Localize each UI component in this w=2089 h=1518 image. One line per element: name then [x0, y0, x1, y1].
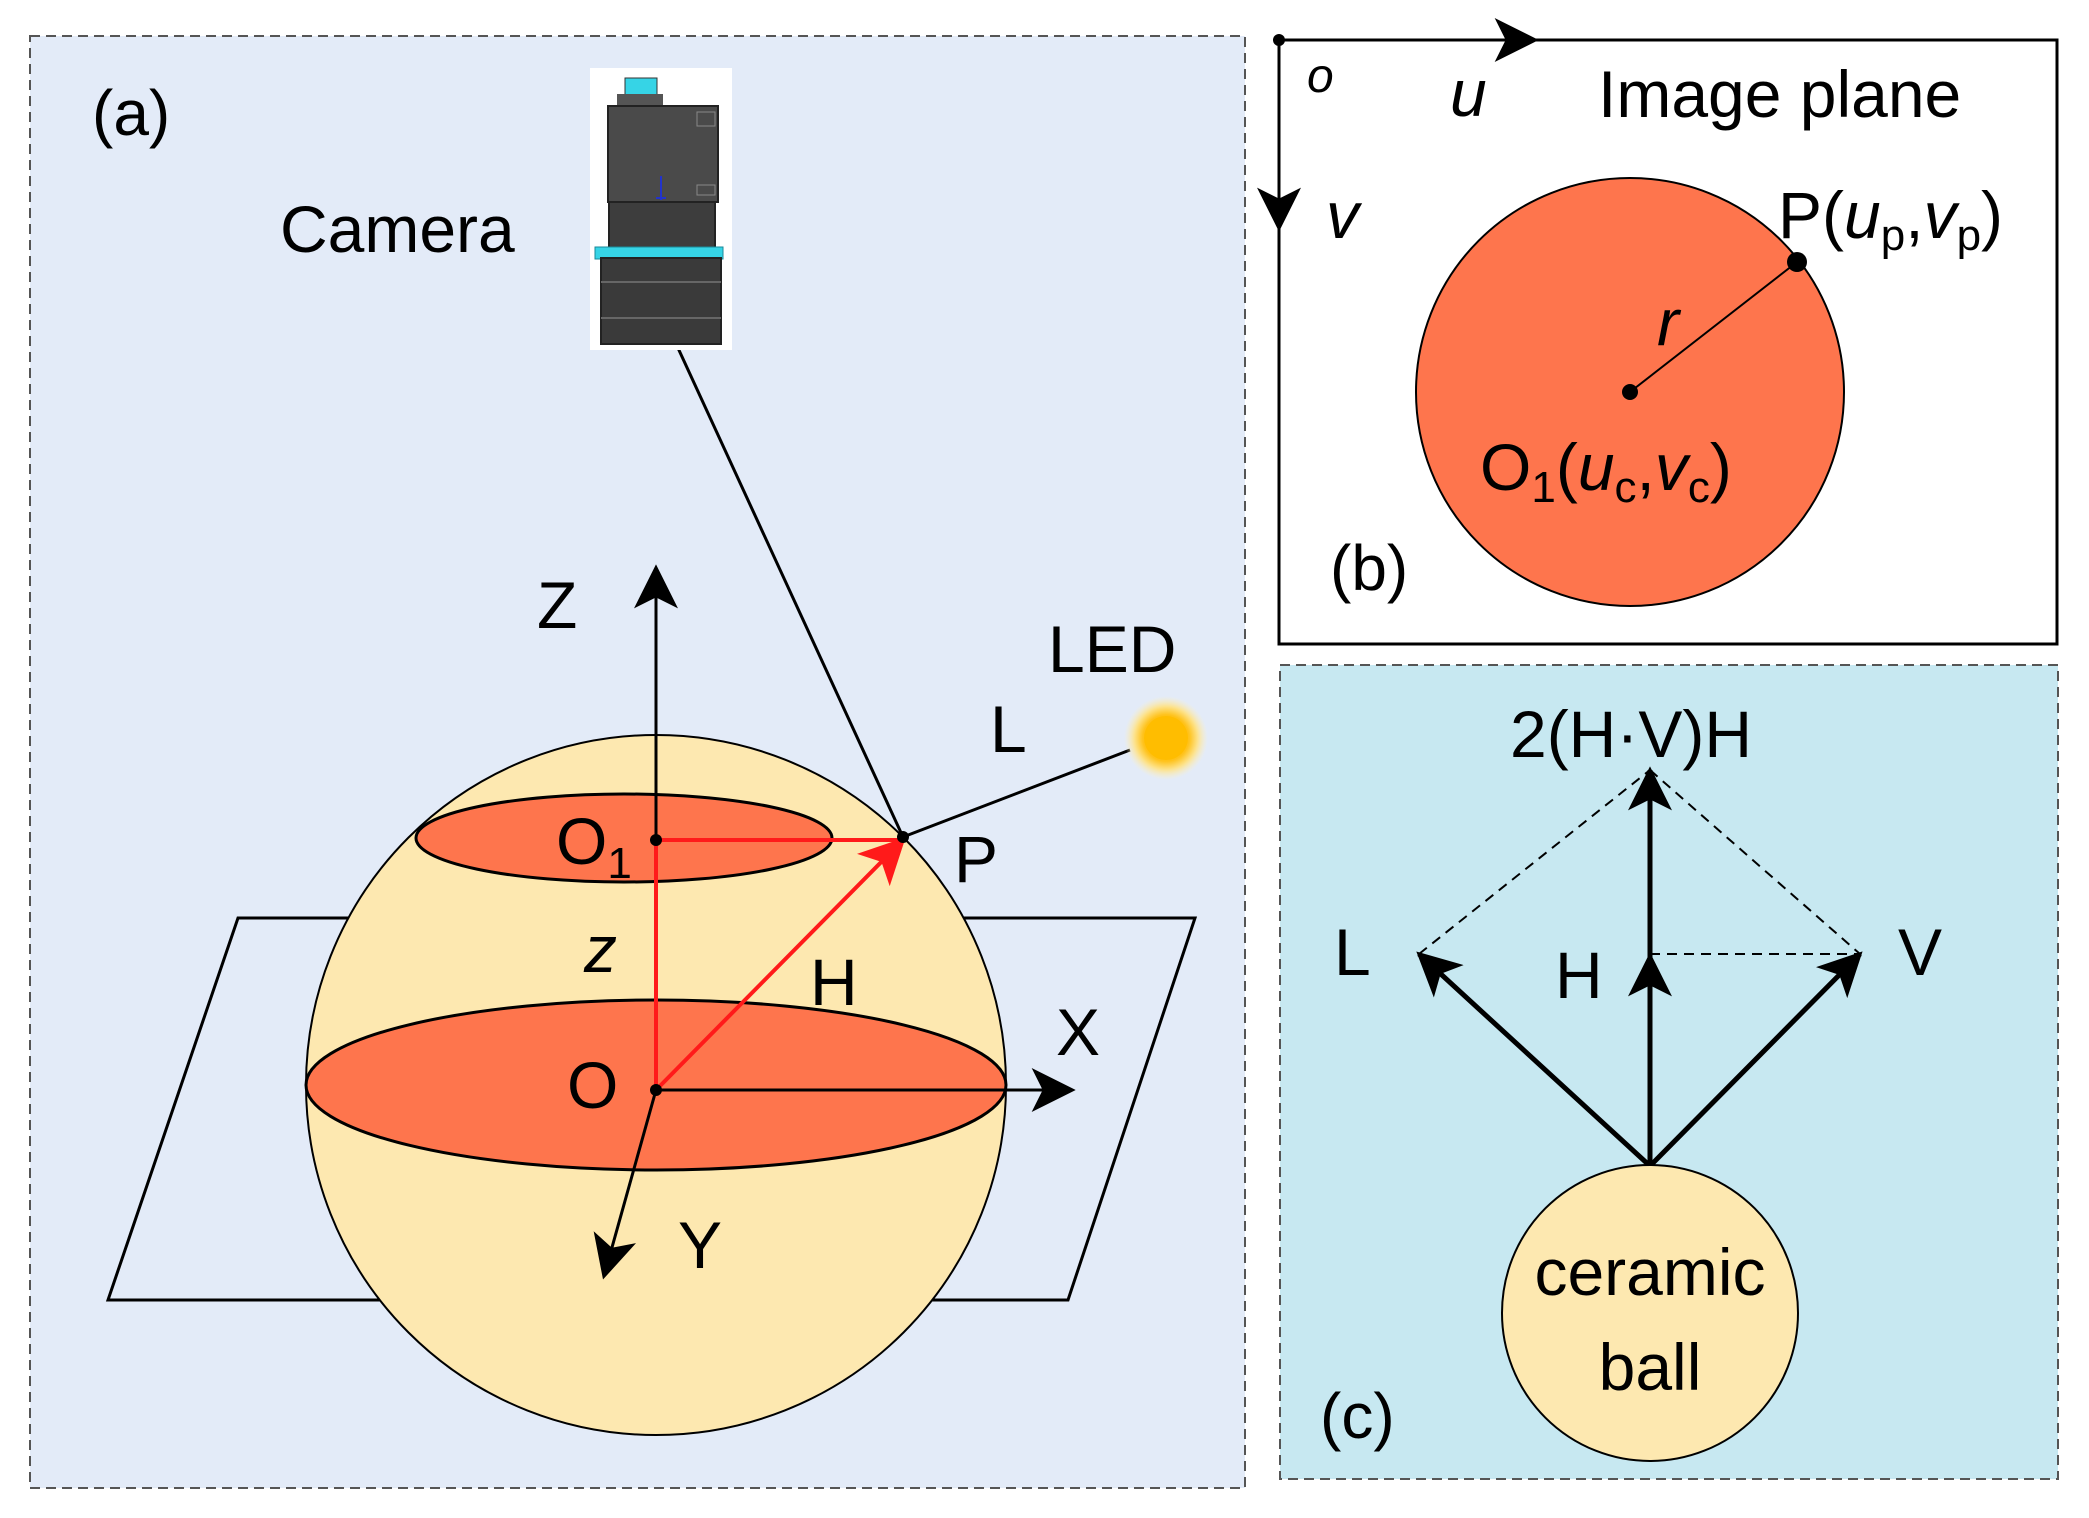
x-axis-label: X	[1056, 995, 1100, 1069]
center-dot	[1622, 384, 1638, 400]
image-plane-title: Image plane	[1598, 57, 1961, 131]
construction-line	[1418, 769, 1651, 955]
z-axis-label: Z	[537, 568, 577, 642]
camera-label: Camera	[280, 192, 515, 266]
point-p-dot	[1787, 252, 1807, 272]
camera-ray	[676, 347, 905, 838]
panel-b-tag: (b)	[1330, 532, 1408, 604]
led-label: LED	[1048, 612, 1176, 686]
view-vector-label: V	[1898, 915, 1942, 989]
ball-label-line1: ceramic	[1534, 1235, 1765, 1309]
y-axis	[593, 1089, 658, 1280]
radius-label: r	[1657, 285, 1682, 359]
image-origin-label: o	[1307, 50, 1334, 103]
image-origin-dot	[1273, 34, 1285, 46]
point-o	[650, 1084, 662, 1096]
light-ray-l	[902, 748, 1131, 839]
center-coords: O1(uc,vc)	[1480, 430, 1732, 512]
view-vector-v	[1648, 951, 1863, 1168]
ball-label-line2: ball	[1599, 1330, 1702, 1404]
point-o1	[650, 834, 662, 846]
radius-line	[1629, 261, 1798, 393]
camera-icon	[590, 68, 732, 350]
normal-vector-label: H	[810, 945, 858, 1019]
light-vector-l	[1416, 951, 1652, 1168]
half-vector-label: H	[1555, 938, 1603, 1012]
point-p	[897, 831, 909, 843]
led-icon	[1144, 716, 1188, 760]
panel-a: (a)	[29, 35, 1246, 1489]
panel-a-tag: (a)	[92, 77, 170, 149]
ceramic-ball	[1501, 1164, 1799, 1462]
o1-label: O1	[556, 804, 632, 888]
panel-c-tag: (c)	[1320, 1380, 1395, 1452]
reflection-label: 2(H·V)H	[1510, 697, 1752, 771]
panel-b: o u v Image plane r P(up,vp) O1(uc,vc) (…	[1257, 18, 2059, 646]
origin-label: O	[567, 1048, 618, 1122]
light-vector-label: L	[990, 692, 1027, 766]
y-axis-label: Y	[678, 1208, 722, 1282]
u-axis-label: u	[1450, 56, 1487, 130]
light-vector-label: L	[1334, 915, 1371, 989]
construction-line	[1649, 769, 1861, 955]
normal-vector-h	[654, 837, 906, 1092]
point-p-coords: P(up,vp)	[1778, 178, 2003, 260]
point-p-label: P	[954, 822, 998, 896]
panel-c: 2(H·V)H L H V ceramic ball (c)	[1279, 664, 2059, 1480]
height-label: z	[583, 912, 617, 986]
v-axis-label: v	[1326, 178, 1363, 252]
